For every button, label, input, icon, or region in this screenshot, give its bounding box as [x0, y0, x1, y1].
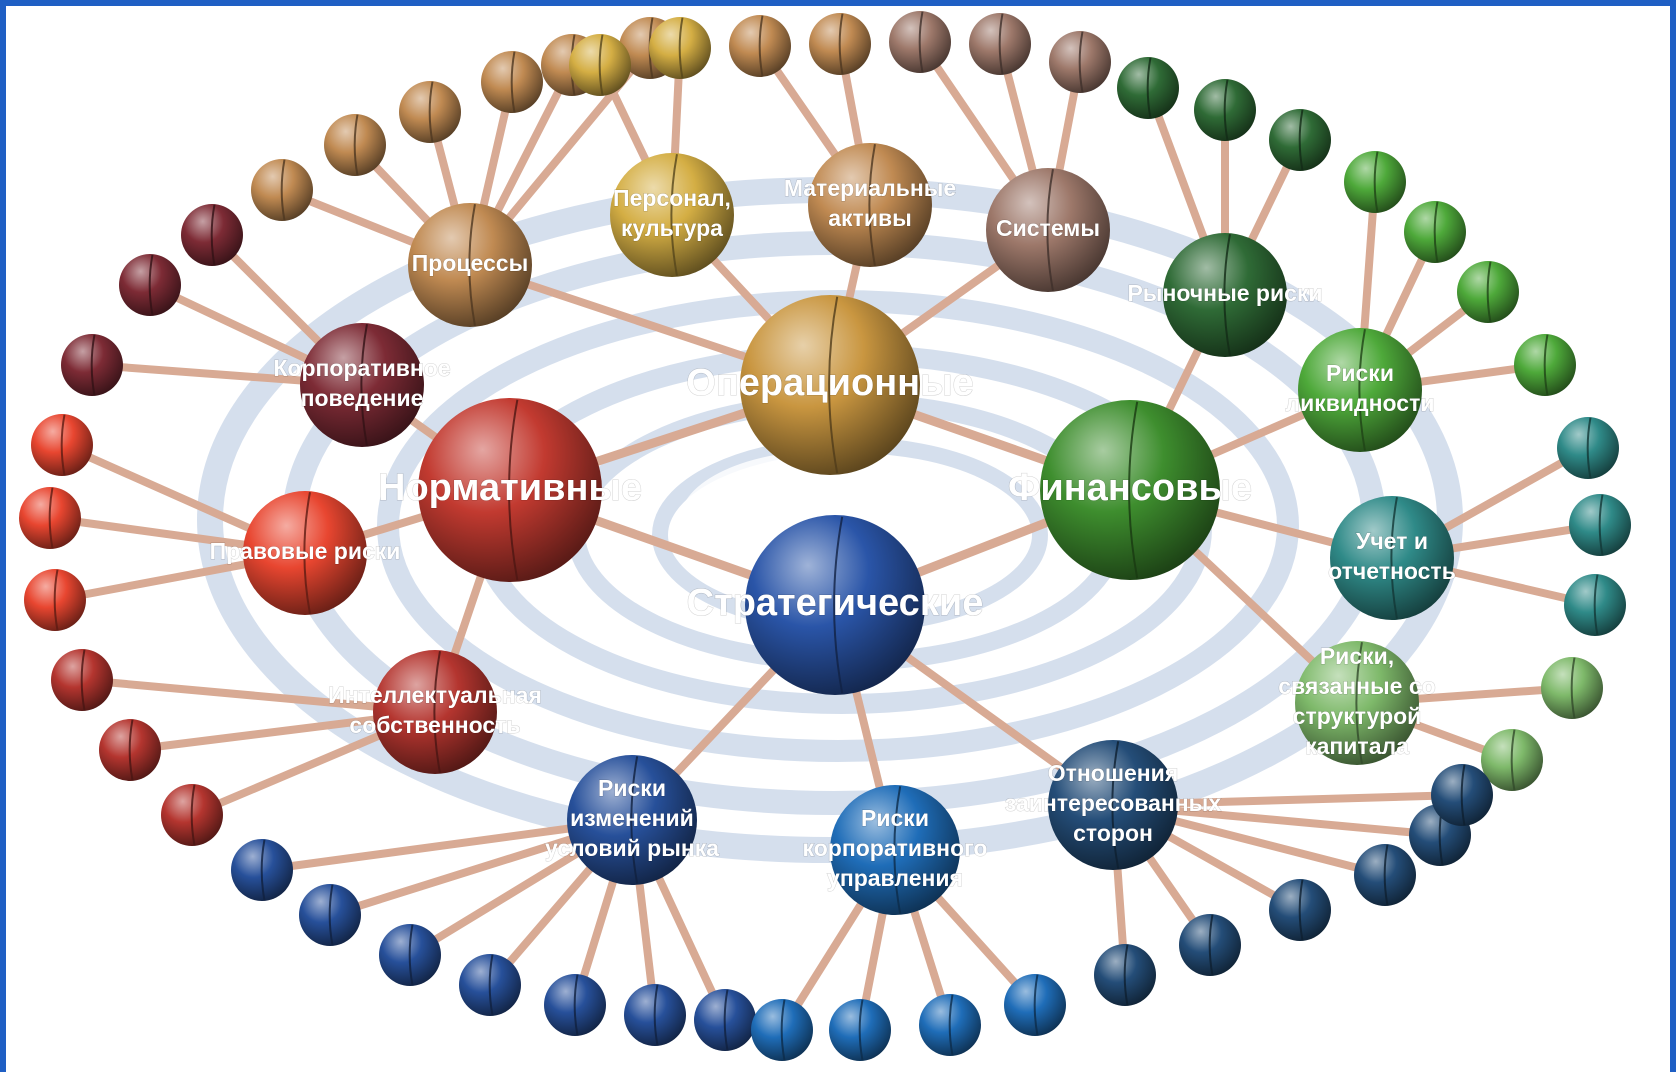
leaf-node-seam — [190, 784, 196, 846]
category-label-strategic: Стратегические — [687, 582, 984, 624]
leaf-node-seam — [918, 11, 924, 73]
leaf-node-seam — [1598, 494, 1604, 556]
category-label-normative: Нормативные — [378, 467, 642, 509]
leaf-node-seam — [80, 649, 86, 711]
subcategory-node-seam — [630, 756, 639, 884]
leaf-node-seam — [1373, 151, 1379, 213]
leaf-node-seam — [1593, 574, 1599, 636]
leaf-node-seam — [408, 924, 414, 986]
leaf-node-seam — [723, 989, 729, 1051]
category-node-normative-seam — [508, 399, 519, 581]
leaf-node-seam — [148, 254, 154, 316]
leaf-node-seam — [428, 81, 434, 143]
leaf-node-seam — [1146, 57, 1152, 119]
category-node-operational-seam — [828, 296, 839, 474]
subcategory-node-seam — [360, 324, 368, 446]
leaf-node-seam — [758, 15, 764, 77]
leaf-node-seam — [838, 13, 844, 75]
leaf-node-seam — [488, 954, 494, 1016]
subcategory-label: Рыночные риски — [1127, 280, 1322, 306]
subcategory-label: Правовые риски — [210, 538, 401, 564]
leaf-node-seam — [1433, 201, 1439, 263]
leaf-node-seam — [678, 17, 684, 79]
category-label-operational: Операционные — [686, 362, 973, 404]
leaf-node-seam — [353, 114, 359, 176]
subcategory-node-seam — [1223, 234, 1231, 356]
leaf-node-seam — [780, 999, 786, 1061]
leaf-node-seam — [653, 984, 659, 1046]
subcategory-label: Системы — [996, 215, 1100, 241]
leaf-node-seam — [948, 994, 954, 1056]
subcategory-label: Процессы — [412, 250, 528, 276]
leaf-node-seam — [1123, 944, 1129, 1006]
leaf-node-seam — [1298, 879, 1304, 941]
leaf-node-seam — [1460, 764, 1466, 826]
leaf-node-seam — [128, 719, 134, 781]
nodes — [19, 11, 1631, 1061]
leaf-node-seam — [60, 414, 66, 476]
leaf-node-seam — [1486, 261, 1492, 323]
subcategory-node-seam — [1111, 741, 1120, 869]
leaf-node-seam — [210, 204, 216, 266]
leaf-node-seam — [858, 999, 864, 1061]
subcategory-label: Персонал,культура — [613, 185, 731, 241]
leaf-node-seam — [1510, 729, 1516, 791]
leaf-node-seam — [90, 334, 96, 396]
category-node-financial-seam — [1128, 401, 1139, 579]
leaf-node-seam — [1078, 31, 1084, 93]
leaf-node-seam — [1208, 914, 1214, 976]
subcategory-node-seam — [1046, 169, 1054, 291]
subcategory-node-seam — [670, 154, 678, 276]
subcategory-node-seam — [468, 204, 476, 326]
subcategory-node-seam — [868, 144, 876, 266]
category-node-strategic-seam — [833, 516, 844, 694]
leaf-node-seam — [48, 487, 54, 549]
leaf-node-seam — [1033, 974, 1039, 1036]
leaf-node-seam — [328, 884, 334, 946]
leaf-node-seam — [510, 51, 516, 113]
leaf-node-seam — [1223, 79, 1229, 141]
subcategory-node-seam — [303, 492, 311, 614]
category-label-financial: Финансовые — [1008, 467, 1252, 509]
subcategory-node-seam — [893, 786, 902, 914]
leaf-node-seam — [598, 34, 604, 96]
leaf-node-seam — [1586, 417, 1592, 479]
subcategory-node-seam — [1355, 642, 1363, 764]
leaf-node-seam — [1570, 657, 1576, 719]
leaf-node-seam — [1298, 109, 1304, 171]
leaf-node-seam — [573, 974, 579, 1036]
subcategory-node-seam — [1390, 497, 1398, 619]
leaf-node-seam — [260, 839, 266, 901]
subcategory-node-seam — [433, 651, 441, 773]
leaf-node-seam — [998, 13, 1004, 75]
subcategory-node-seam — [1358, 329, 1366, 451]
leaf-node-seam — [53, 569, 59, 631]
leaf-node-seam — [280, 159, 286, 221]
leaf-node-seam — [1383, 844, 1389, 906]
leaf-node-seam — [1543, 334, 1549, 396]
